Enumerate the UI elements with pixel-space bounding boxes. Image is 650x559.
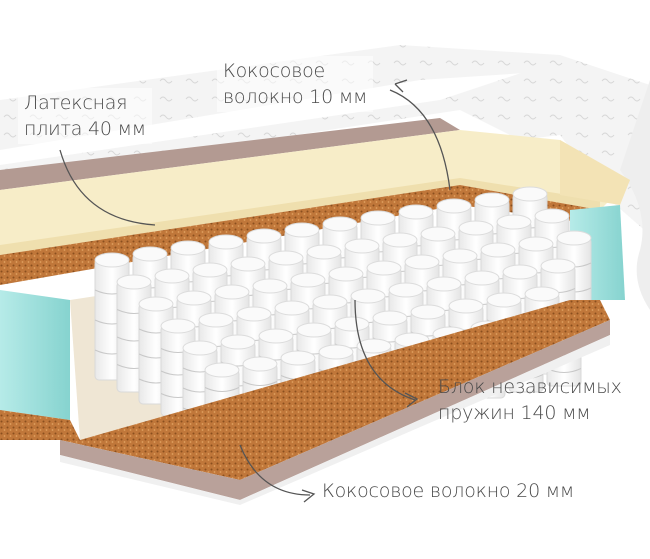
foam-edge-left xyxy=(0,290,70,420)
label-coconut-top-line2: волокно 10 мм xyxy=(223,86,368,108)
label-latex-line2: плита 40 мм xyxy=(24,118,146,140)
label-coconut-bottom-line1: Кокосовое волокно 20 мм xyxy=(322,480,575,502)
label-springs-line1: Блок независимых xyxy=(438,376,622,398)
arrow-coconut-bottom xyxy=(239,444,311,496)
latex-layer xyxy=(0,130,630,255)
label-coconut-top-line1: Кокосовое xyxy=(223,60,326,82)
label-coconut-bottom: Кокосовое волокно 20 мм xyxy=(322,478,574,504)
arrow-springs xyxy=(354,299,416,401)
callout-arrows xyxy=(59,79,451,503)
label-latex-plate: Латексная плита 40 мм xyxy=(18,88,152,144)
coconut-bottom-layer xyxy=(0,300,610,480)
label-coconut-top: Кокосовое волокно 10 мм xyxy=(217,56,374,112)
label-springs-line2: пружин 140 мм xyxy=(438,402,591,424)
felt-top xyxy=(0,118,460,190)
arrow-coconut-top xyxy=(389,89,451,191)
cover-layer xyxy=(0,45,650,310)
arrow-latex xyxy=(59,149,156,226)
label-spring-block: Блок независимых пружин 140 мм xyxy=(438,374,622,426)
label-latex-line1: Латексная xyxy=(24,92,128,114)
